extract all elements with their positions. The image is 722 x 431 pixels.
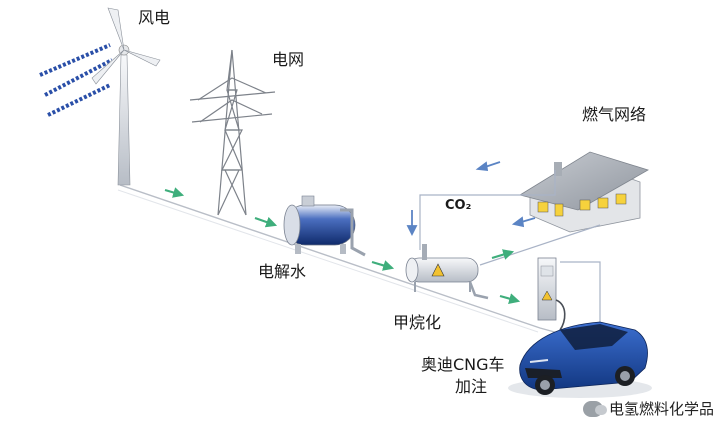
wind-streaks [39, 43, 113, 117]
grid-label: 电网 [272, 50, 305, 69]
methanation-reactor [405, 244, 489, 300]
cng-pump [537, 257, 566, 331]
watermark-text: 电氢燃料化学品 [608, 400, 714, 418]
wechat-icon [582, 400, 607, 417]
methanation-label: 甲烷化 [393, 313, 442, 332]
gas-network-lines [419, 170, 601, 325]
audi-car [508, 321, 652, 398]
return-arrows [406, 161, 536, 237]
co2-label: CO₂ [445, 198, 472, 213]
car-label-line1: 奥迪CNG车 [421, 355, 505, 374]
wind-label: 风电 [138, 8, 171, 27]
power-pylon [189, 49, 276, 216]
watermark: 电氢燃料化学品 [582, 398, 714, 419]
flow-arrows [164, 187, 521, 304]
electrolysis-tank [283, 195, 366, 257]
house [518, 151, 649, 233]
gas-network-label: 燃气网络 [582, 105, 647, 124]
electrolysis-label: 电解水 [258, 262, 307, 281]
car-label-line2: 加注 [455, 377, 488, 396]
wind-turbine [91, 7, 161, 186]
